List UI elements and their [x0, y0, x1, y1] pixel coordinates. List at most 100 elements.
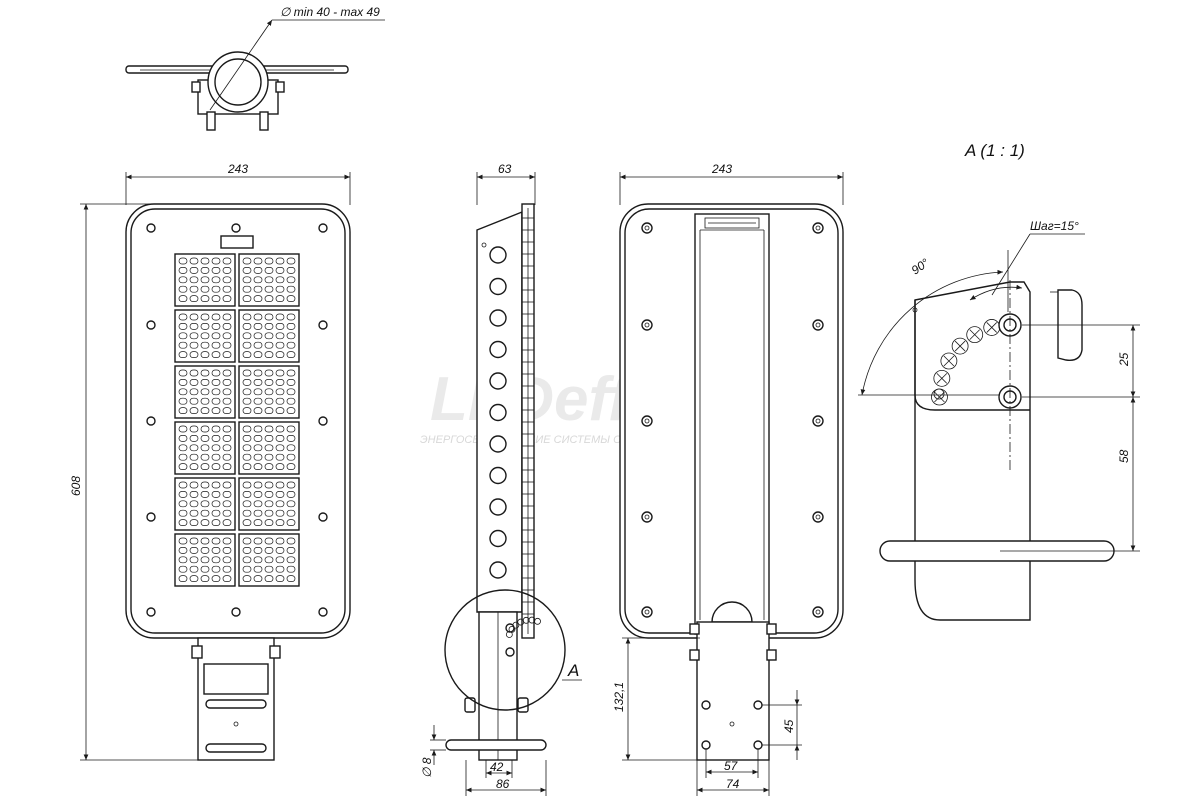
led-lens [242, 267, 252, 274]
led-lens [242, 500, 252, 508]
led-lens [264, 463, 274, 470]
led-lens [286, 491, 296, 498]
led-lens [264, 397, 274, 405]
led-lens [189, 397, 199, 405]
led-lens [189, 547, 199, 554]
led-lens [253, 285, 263, 293]
bolt-core [815, 609, 821, 615]
led-lens [286, 453, 296, 461]
led-module [174, 533, 236, 587]
led-lens [242, 341, 252, 349]
led-lens [275, 369, 285, 377]
led-lens [200, 481, 210, 489]
led-lens [211, 397, 221, 405]
led-lens [264, 481, 274, 489]
bolt-core [815, 514, 821, 520]
led-lens [178, 500, 188, 508]
led-lens [222, 547, 232, 554]
led-lens [242, 453, 252, 461]
led-lens [178, 379, 188, 386]
led-lens [286, 556, 296, 564]
led-lens [264, 537, 274, 545]
led-lens [242, 285, 252, 293]
led-lens [286, 369, 296, 377]
led-lens [200, 565, 210, 573]
led-lens [264, 500, 274, 508]
back-width-label: 243 [711, 162, 732, 176]
led-lens [286, 519, 296, 526]
led-lens [200, 491, 210, 498]
bolt-hole [812, 415, 824, 427]
top-diameter-label: ∅ min 40 - max 49 [280, 5, 380, 19]
led-lens [286, 509, 296, 517]
led-module [238, 253, 300, 307]
led-lens [286, 323, 296, 330]
led-lens [275, 444, 285, 452]
led-lens [286, 257, 296, 265]
detail-dim-lower: 58 [1117, 449, 1131, 463]
led-lens [275, 556, 285, 564]
led-lens [264, 351, 274, 358]
led-lens [189, 463, 199, 470]
led-lens [286, 435, 296, 442]
led-lens [189, 341, 199, 349]
bolt-hole [641, 319, 653, 331]
led-lens [189, 351, 199, 358]
led-lens [242, 556, 252, 564]
led-lens [178, 547, 188, 554]
detail-step-label: Шаг=15° [1030, 219, 1079, 233]
led-lens [286, 341, 296, 349]
led-module [174, 309, 236, 363]
back-hole-vertical-label: 45 [782, 719, 796, 733]
detail-view: A (1 : 1) 90° Шаг=15° 25 [858, 141, 1140, 621]
led-lens [200, 332, 210, 340]
led-lens [200, 453, 210, 461]
led-lens [275, 267, 285, 274]
led-lens [264, 435, 274, 442]
led-lens [211, 276, 221, 284]
led-lens [211, 463, 221, 470]
led-lens [253, 313, 263, 321]
led-lens [264, 267, 274, 274]
led-lens [275, 407, 285, 414]
led-lens [253, 575, 263, 582]
led-lens [222, 463, 232, 470]
led-lens [264, 379, 274, 386]
side-window [489, 435, 507, 453]
led-lens [275, 397, 285, 405]
led-lens [253, 295, 263, 302]
led-lens [211, 481, 221, 489]
led-lens [189, 509, 199, 517]
led-lens [222, 276, 232, 284]
mount-hole [318, 512, 328, 522]
led-lens [242, 397, 252, 405]
led-lens [286, 332, 296, 340]
led-lens [178, 276, 188, 284]
led-lens [222, 351, 232, 358]
mount-hole [146, 512, 156, 522]
led-lens [211, 332, 221, 340]
led-lens [253, 435, 263, 442]
bolt-core [644, 225, 650, 231]
led-lens [275, 509, 285, 517]
led-module [238, 533, 300, 587]
led-lens [286, 351, 296, 358]
led-lens [200, 519, 210, 526]
led-lens [211, 285, 221, 293]
led-lens [286, 285, 296, 293]
led-lens [275, 500, 285, 508]
led-lens [242, 257, 252, 265]
led-lens [189, 519, 199, 526]
side-window [489, 498, 507, 516]
side-window [489, 561, 507, 579]
led-lens [189, 453, 199, 461]
led-module [174, 365, 236, 419]
led-lens [200, 537, 210, 545]
led-lens [286, 537, 296, 545]
led-lens [222, 313, 232, 321]
led-lens [286, 379, 296, 386]
led-lens [211, 500, 221, 508]
side-window [489, 403, 507, 422]
led-lens [178, 481, 188, 489]
led-lens [178, 425, 188, 433]
